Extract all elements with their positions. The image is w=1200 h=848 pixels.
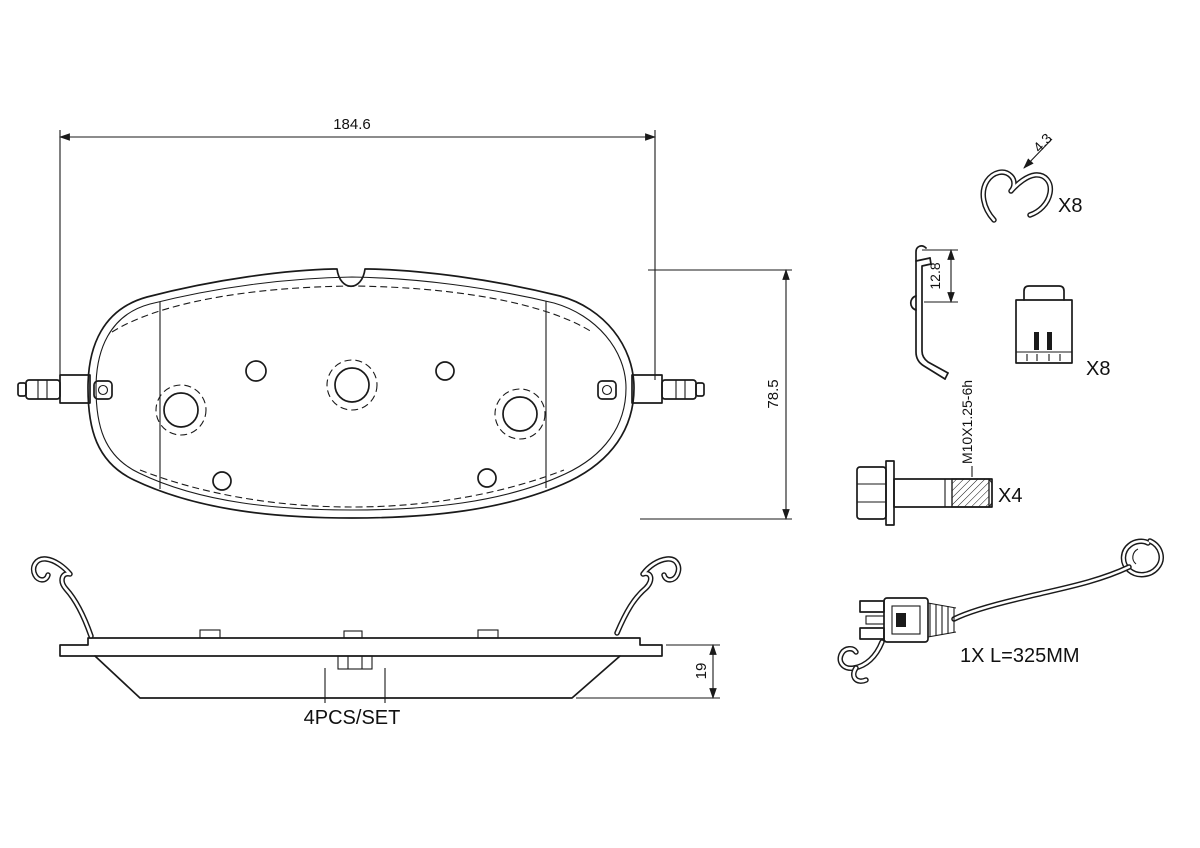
right-retaining-spring [614, 556, 682, 636]
shim-tab [343, 630, 363, 639]
pad-hidden-top-edge [111, 285, 593, 333]
pad-hole-right-hidden-circle [494, 388, 546, 440]
caliper-bolt: M10X1.25-6h X4 [856, 380, 1022, 526]
pad-hole-left-hidden-circle [155, 384, 207, 436]
sensor-prong [859, 600, 885, 613]
shim-tab [477, 629, 499, 639]
pad-hole-right [502, 396, 538, 432]
bolt-hex-head [856, 466, 887, 520]
pad-inner-outline [95, 276, 627, 511]
retainer-slot [1034, 332, 1039, 350]
dim-height: 78.5 [640, 268, 792, 521]
sensor-prong [859, 627, 885, 640]
pad-hole-center [334, 367, 370, 403]
dim-width-label: 184.6 [333, 116, 371, 133]
bolt-flange [885, 460, 895, 526]
pad-outer-outline [87, 268, 635, 519]
friction-material-profile [94, 655, 621, 699]
retainer-clip: X8 [1015, 285, 1110, 380]
dim-thickness: 19 [576, 643, 720, 700]
pad-hole [435, 361, 455, 381]
backplate-bar [59, 637, 663, 657]
sensor-strain-relief [927, 602, 957, 638]
sensor-length-label: 1X L=325MM [960, 645, 1080, 667]
retainer-slot [1047, 332, 1052, 350]
pad-hole [477, 468, 497, 488]
bracket-height-dim-label: 12.8 [927, 262, 943, 289]
clip-qty-label: X8 [1058, 195, 1082, 217]
center-lug [337, 655, 373, 670]
dim-thickness-label: 19 [693, 663, 710, 680]
pad-left-ear [17, 374, 113, 404]
pad-hole [245, 360, 267, 382]
bolt-thread [951, 478, 990, 508]
bolt-spec-label: M10X1.25-6h [959, 380, 975, 464]
bolt-qty-label: X4 [998, 485, 1022, 507]
bracket-clip-profile: 12.8 [909, 245, 958, 380]
shim-tab [199, 629, 221, 639]
dim-width: 184.6 [58, 116, 657, 380]
brake-pad-edge-view: 4PCS/SET [30, 556, 682, 729]
pad-hole [212, 471, 232, 491]
pad-right-ear [597, 374, 705, 404]
pad-hole-center-hidden-circle [326, 359, 378, 411]
pad-hole-left [163, 392, 199, 428]
left-retaining-spring [30, 556, 94, 639]
retainer-qty-label: X8 [1086, 358, 1110, 380]
spring-wire-clip: 4.3 X8 [980, 130, 1082, 223]
set-quantity-label: 4PCS/SET [304, 707, 401, 729]
wear-sensor: 1X L=325MM [837, 538, 1164, 684]
clip-wire-dim-label: 4.3 [1030, 130, 1055, 155]
pad-hidden-bottom-edge [139, 469, 565, 508]
dim-height-label: 78.5 [765, 379, 782, 408]
brake-pad-front-view [17, 268, 705, 519]
